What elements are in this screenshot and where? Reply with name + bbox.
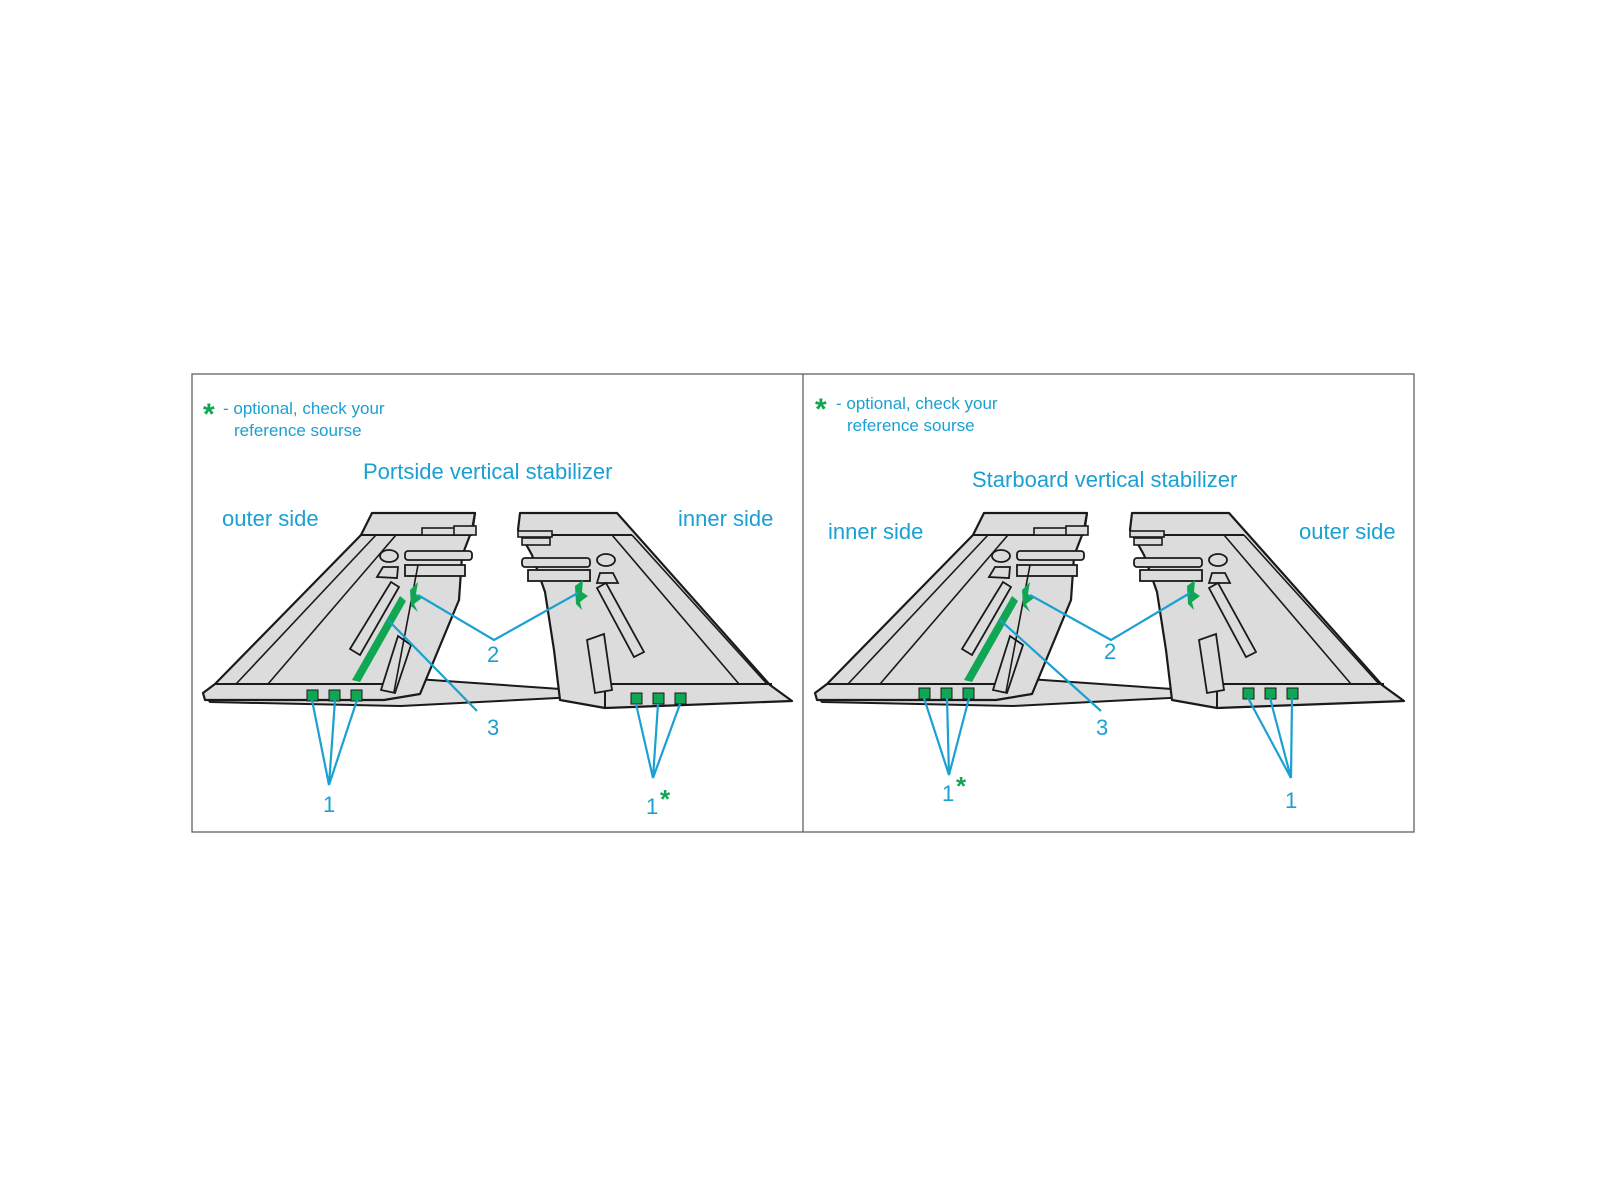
optional-star-icon: * (660, 784, 671, 814)
optional-star-icon: * (956, 771, 967, 801)
portside-outer-side-label: outer side (222, 506, 319, 531)
leader-lines (310, 592, 682, 786)
part-1-square (350, 689, 363, 702)
callout-1: 1 (942, 781, 954, 806)
starboard-title: Starboard vertical stabilizer (972, 467, 1237, 492)
part-2-marker-left (410, 582, 422, 612)
callout-1: 1 (646, 794, 658, 819)
callout-1: 1 (1285, 788, 1297, 813)
part-3-strip (352, 596, 406, 682)
callout-3: 3 (1096, 715, 1108, 740)
starboard-panel: * - optional, check your reference sours… (813, 393, 1406, 813)
optional-note-line1: - optional, check your (836, 394, 998, 413)
leader-lines (922, 592, 1294, 779)
part-1-square (1286, 687, 1299, 700)
part-2-marker-right (1187, 580, 1200, 610)
part-1-square (962, 687, 975, 700)
portside-inner-side-label: inner side (678, 506, 773, 531)
callout-2: 2 (1104, 639, 1116, 664)
optional-star-icon: * (203, 398, 215, 431)
callout-1: 1 (323, 792, 335, 817)
part-1-square (1242, 687, 1255, 700)
portside-panel: * - optional, check your reference sours… (201, 398, 794, 819)
part-1-square (1264, 687, 1277, 700)
callout-3: 3 (487, 715, 499, 740)
starboard-inner-side-label: inner side (828, 519, 923, 544)
part-1-square (652, 692, 665, 705)
part-1-square (940, 687, 953, 700)
optional-note-line2: reference sourse (847, 416, 975, 435)
part-2-marker-right (575, 580, 588, 610)
part-1-square (918, 687, 931, 700)
callout-2: 2 (487, 642, 499, 667)
starboard-outer-side-label: outer side (1299, 519, 1396, 544)
part-1-square (630, 692, 643, 705)
part-1-square (306, 689, 319, 702)
part-3-strip (964, 596, 1018, 682)
optional-note-line1: - optional, check your (223, 399, 385, 418)
optional-star-icon: * (815, 393, 827, 426)
part-1-square (674, 692, 687, 705)
optional-note-line2: reference sourse (234, 421, 362, 440)
part-2-marker-left (1022, 582, 1034, 612)
part-1-square (328, 689, 341, 702)
portside-title: Portside vertical stabilizer (363, 459, 612, 484)
